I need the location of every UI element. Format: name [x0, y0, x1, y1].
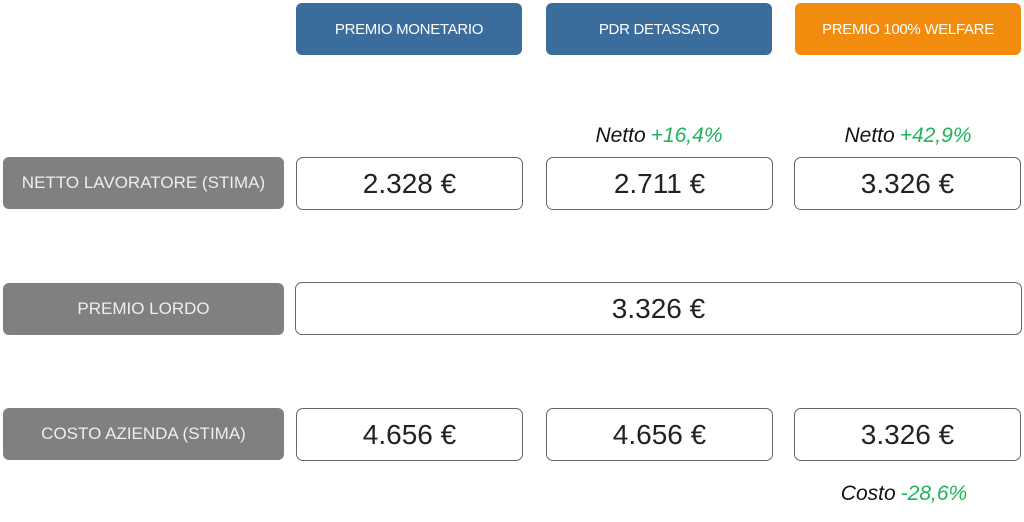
costo-monetario-value: 4.656 € — [296, 408, 523, 461]
costo-welfare-value: 3.326 € — [794, 408, 1021, 461]
note-delta: -28,6% — [900, 482, 968, 505]
costo-azienda-label: COSTO AZIENDA (STIMA) — [3, 408, 284, 460]
costo-pdr-value: 4.656 € — [546, 408, 773, 461]
premio-lordo-label: PREMIO LORDO — [3, 283, 284, 335]
netto-welfare-note: Netto +42,9% — [795, 121, 1021, 151]
note-delta: +16,4% — [650, 124, 723, 147]
pdr-detassato-header[interactable]: PDR DETASSATO — [546, 3, 772, 55]
premio-lordo-value: 3.326 € — [295, 282, 1022, 335]
netto-pdr-note: Netto +16,4% — [546, 121, 772, 151]
note-prefix: Netto — [595, 124, 646, 147]
note-prefix: Netto — [844, 124, 895, 147]
netto-welfare-value: 3.326 € — [794, 157, 1021, 210]
costo-welfare-note: Costo -28,6% — [791, 479, 1017, 509]
note-delta: +42,9% — [899, 124, 972, 147]
premio-monetario-header[interactable]: PREMIO MONETARIO — [296, 3, 522, 55]
premio-welfare-header[interactable]: PREMIO 100% WELFARE — [795, 3, 1021, 55]
netto-lavoratore-label: NETTO LAVORATORE (STIMA) — [3, 157, 284, 209]
netto-pdr-value: 2.711 € — [546, 157, 773, 210]
netto-monetario-value: 2.328 € — [296, 157, 523, 210]
note-prefix: Costo — [840, 482, 896, 505]
